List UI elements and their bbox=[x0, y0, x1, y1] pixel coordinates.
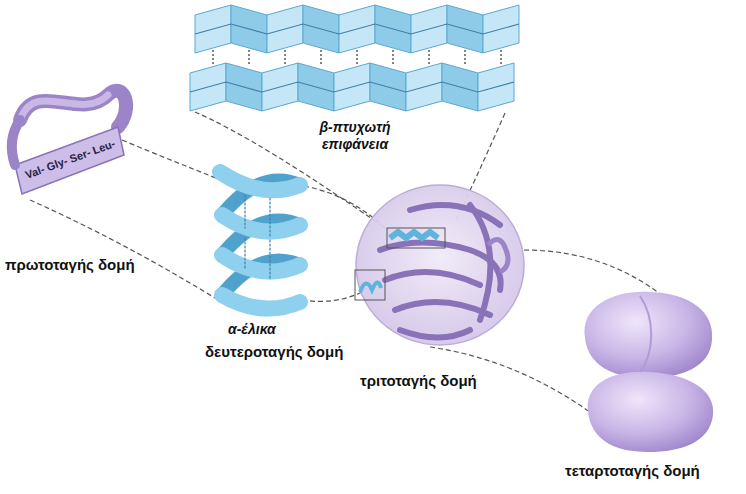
level-label: τεταρτοταγής δομή bbox=[565, 462, 700, 480]
sheet-label: β-πτυχωτή επιφάνεια bbox=[305, 119, 405, 153]
level-label: τριτοταγής δομή bbox=[360, 372, 477, 390]
level-label: πρωτοταγής δομή bbox=[5, 256, 135, 274]
primary-ribbon bbox=[12, 91, 126, 194]
alpha-helix bbox=[220, 172, 300, 309]
beta-sheet bbox=[190, 5, 519, 111]
sequence-label: Val- Gly- Ser- Leu- bbox=[23, 138, 117, 183]
tertiary-fold bbox=[355, 185, 524, 345]
quaternary-complex bbox=[585, 292, 714, 452]
helix-label: α-έλικα bbox=[228, 321, 276, 338]
level-label: δευτεροταγής δομή bbox=[205, 343, 343, 361]
